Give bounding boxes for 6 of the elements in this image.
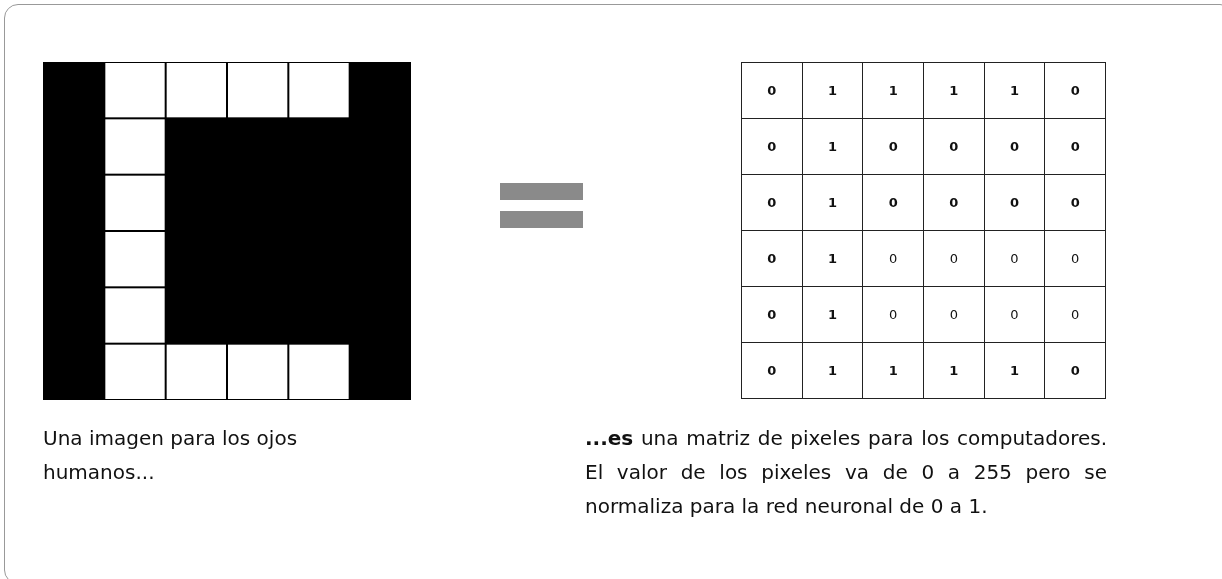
matrix-cell: 0 (1044, 342, 1106, 399)
matrix-cell: 0 (741, 342, 803, 399)
matrix-cell: 0 (741, 62, 803, 119)
caption-text: ...es una matriz de pixeles para los computadores. El valor de los pixeles va de 0 a 255 pero se normaliza para la red neuronal de 0 a 1. (585, 425, 1107, 520)
matrix-cell: 0 (1044, 62, 1106, 119)
caption-text: Una imagen para los ojos humanos... (43, 425, 299, 486)
